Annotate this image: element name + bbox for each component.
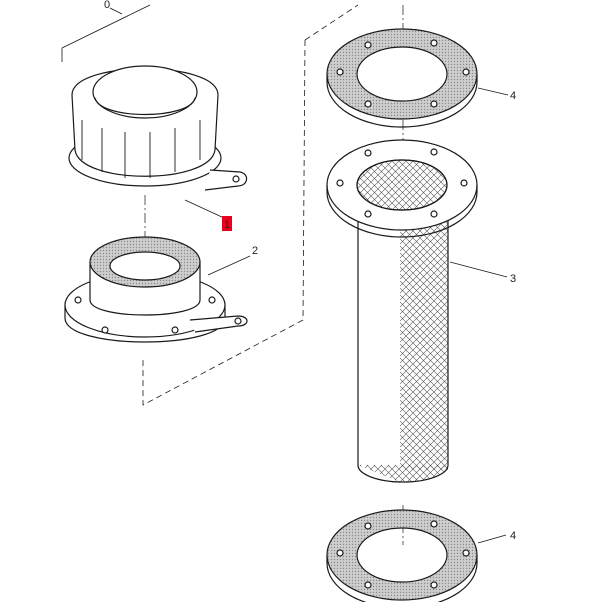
assembly-frame (61, 4, 359, 406)
filler-neck-callout: 2 (207, 245, 258, 276)
assembly-label: 0 (104, 0, 110, 11)
gasket-top-callout-label: 4 (510, 90, 516, 102)
strainer-callout-label: 3 (510, 273, 516, 285)
strainer-callout: 3 (449, 261, 516, 285)
cap-callout-highlight (222, 216, 232, 231)
gasket-bottom-callout-label: 4 (510, 530, 516, 542)
gasket-top-part (326, 28, 478, 128)
gasket-bottom-callout: 4 (477, 530, 516, 544)
cap-part (68, 65, 248, 191)
cap-callout-label: 1 (224, 219, 230, 231)
gasket-top-callout: 4 (477, 87, 516, 102)
strainer-part (326, 139, 478, 483)
assembly-callout: 0 (104, 0, 123, 15)
gasket-bottom-part (326, 509, 478, 602)
cap-callout: 1 (184, 199, 232, 231)
filler-neck-callout-label: 2 (252, 245, 258, 257)
filler-neck-part (64, 236, 248, 343)
